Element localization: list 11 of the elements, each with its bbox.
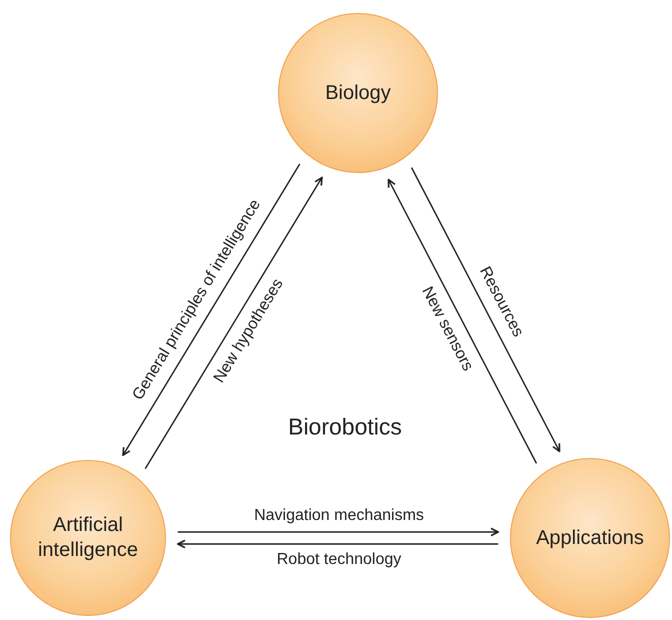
edge-label: Navigation mechanisms [252, 507, 426, 525]
node-label: Artificial intelligence [36, 513, 140, 563]
arrow [176, 540, 498, 548]
arrow [388, 178, 538, 464]
node-label: Biology [325, 80, 391, 106]
arrow [178, 528, 500, 536]
node-label: Applications [536, 526, 644, 550]
arrow [122, 164, 300, 456]
diagram-label: Biorobotics [288, 414, 402, 440]
arrow [144, 176, 323, 470]
arrow [410, 167, 560, 452]
